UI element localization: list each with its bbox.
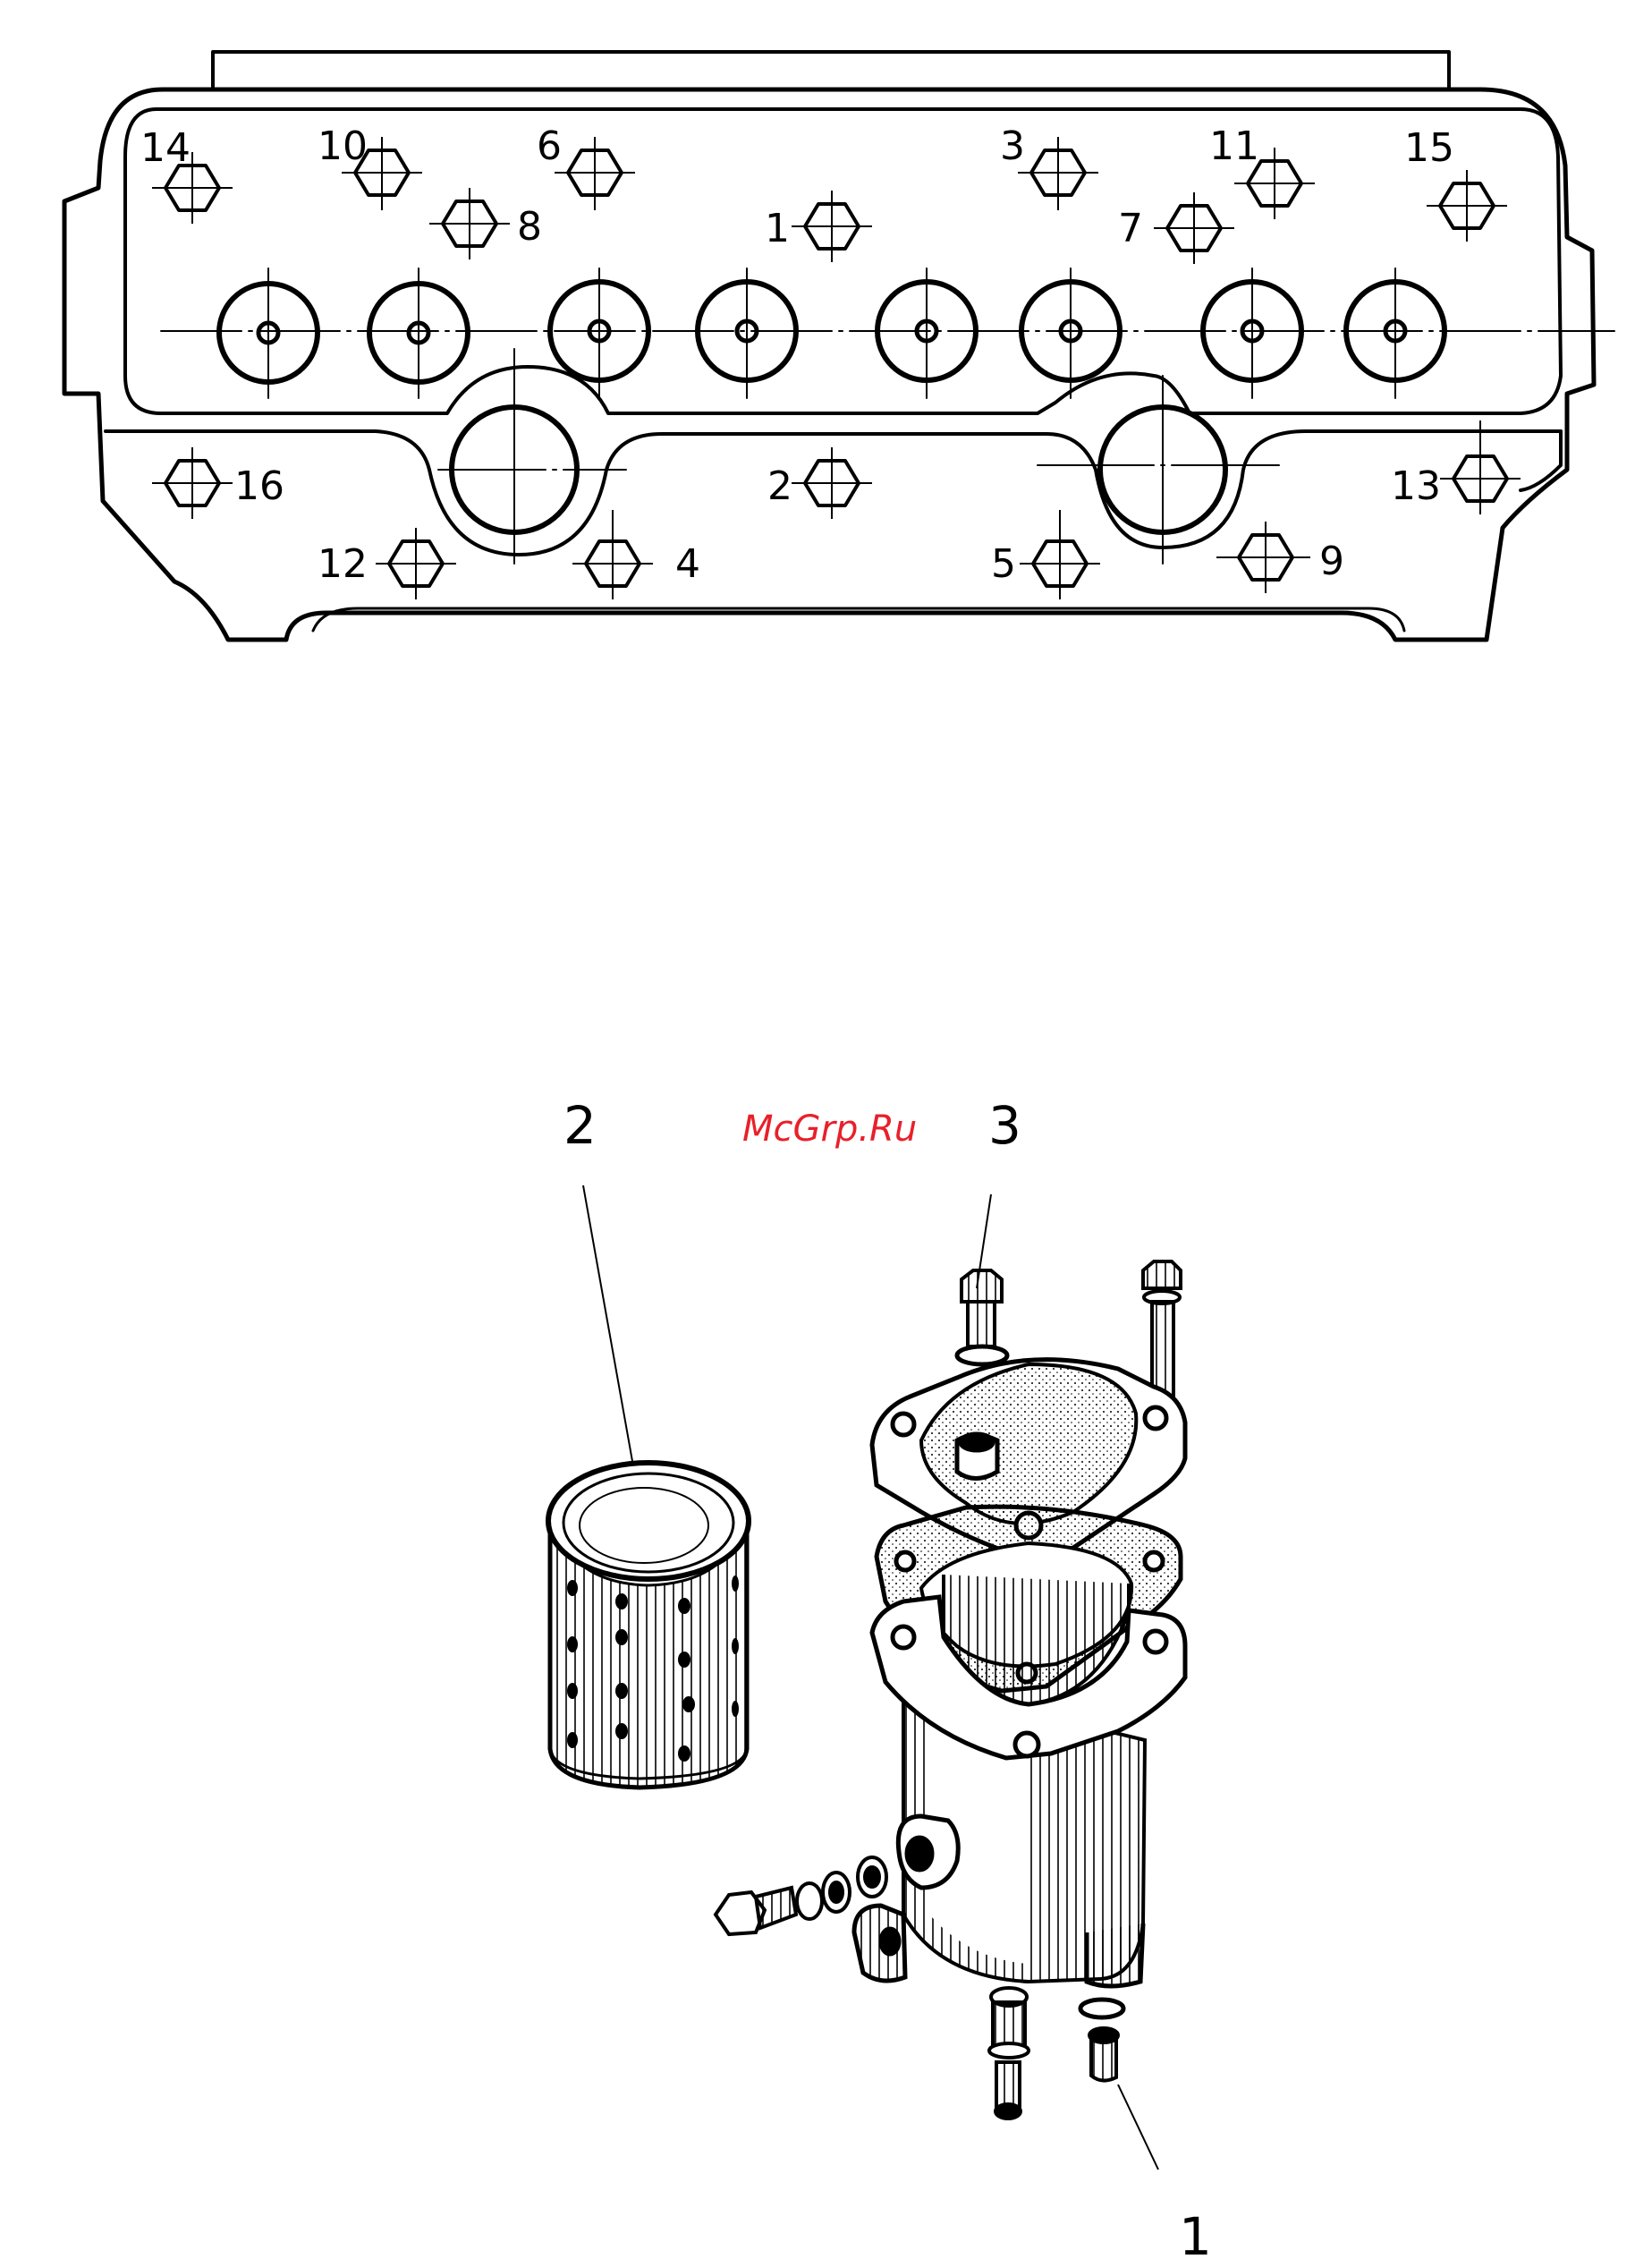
bolt-2: [792, 447, 872, 519]
head-bolts: [152, 137, 1521, 599]
bolt-3: [1018, 137, 1098, 210]
bolt-7: [1154, 192, 1234, 264]
bolt-label-8: 8: [517, 204, 542, 250]
part-label-2: 2: [563, 1095, 597, 1156]
bolt-label-3: 3: [1000, 123, 1025, 169]
bolt-label-15: 15: [1404, 125, 1454, 171]
filter-element: [548, 1463, 749, 1788]
bolt-label-4: 4: [675, 541, 700, 587]
bottom-hardware: [989, 1988, 1123, 2119]
bolt-15: [1427, 170, 1507, 242]
bolt-12: [376, 528, 456, 599]
cylinder-head-diagram: [64, 52, 1614, 640]
bolt-13: [1440, 420, 1521, 514]
bolt-label-6: 6: [537, 123, 562, 169]
bolt-1: [792, 191, 872, 262]
bolt-9: [1216, 522, 1310, 593]
bolt-label-11: 11: [1209, 123, 1259, 169]
filter-housing: [854, 1575, 1185, 1986]
bolt-label-12: 12: [318, 541, 368, 587]
bolt-labels: 14 10 6 8 1 3 7 11 15 16 2 13 12 4 5 9: [140, 123, 1454, 587]
bolt-8: [429, 188, 510, 259]
bolt-label-5: 5: [991, 541, 1016, 587]
watermark: McGrp.Ru: [742, 1108, 917, 1150]
bolt-label-14: 14: [140, 125, 191, 171]
bolt-5: [1020, 510, 1100, 599]
bolt-16: [152, 447, 233, 519]
bolt-label-9: 9: [1319, 539, 1344, 584]
bolt-label-1: 1: [765, 206, 790, 251]
bolt-6: [555, 137, 635, 210]
stud-with-nut: [1143, 1261, 1181, 1396]
part-label-3: 3: [988, 1095, 1021, 1156]
bolt-label-7: 7: [1118, 206, 1143, 251]
part-label-1: 1: [1179, 2206, 1212, 2259]
bolt-label-16: 16: [234, 463, 284, 509]
bolt-label-10: 10: [318, 123, 368, 169]
bolt-label-13: 13: [1391, 463, 1441, 509]
top-bolt: [957, 1270, 1007, 1364]
bolt-label-2: 2: [767, 463, 792, 509]
